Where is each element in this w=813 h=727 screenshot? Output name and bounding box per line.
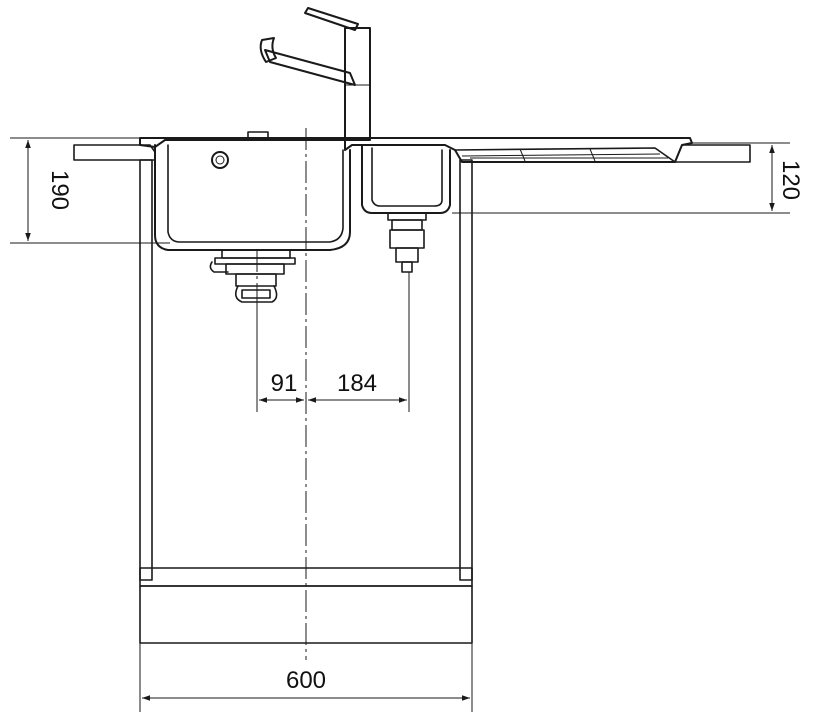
centerlines xyxy=(256,128,307,660)
dim-right-height: 120 xyxy=(452,142,804,214)
main-waste-fitting xyxy=(209,249,296,303)
sink-rim xyxy=(73,131,751,163)
main-bowl xyxy=(154,144,351,303)
small-bowl xyxy=(361,144,451,273)
faucet xyxy=(259,7,371,141)
small-waste-fitting xyxy=(387,212,427,273)
dim-right-height-label: 120 xyxy=(777,160,804,200)
dim-left-height-label: 190 xyxy=(46,170,73,210)
dim-waste-offsets: 91 184 xyxy=(256,272,410,412)
dim-left-height: 190 xyxy=(10,137,170,244)
overflow-hole xyxy=(211,151,229,169)
dim-waste-offset-right-label: 184 xyxy=(337,370,377,397)
cabinet-right-wall xyxy=(459,159,473,581)
cabinet-left-wall xyxy=(139,159,153,581)
dim-waste-offset-left-label: 91 xyxy=(271,370,298,397)
dim-cabinet-width-label: 600 xyxy=(286,667,326,694)
dim-cabinet-width: 600 xyxy=(139,643,473,712)
